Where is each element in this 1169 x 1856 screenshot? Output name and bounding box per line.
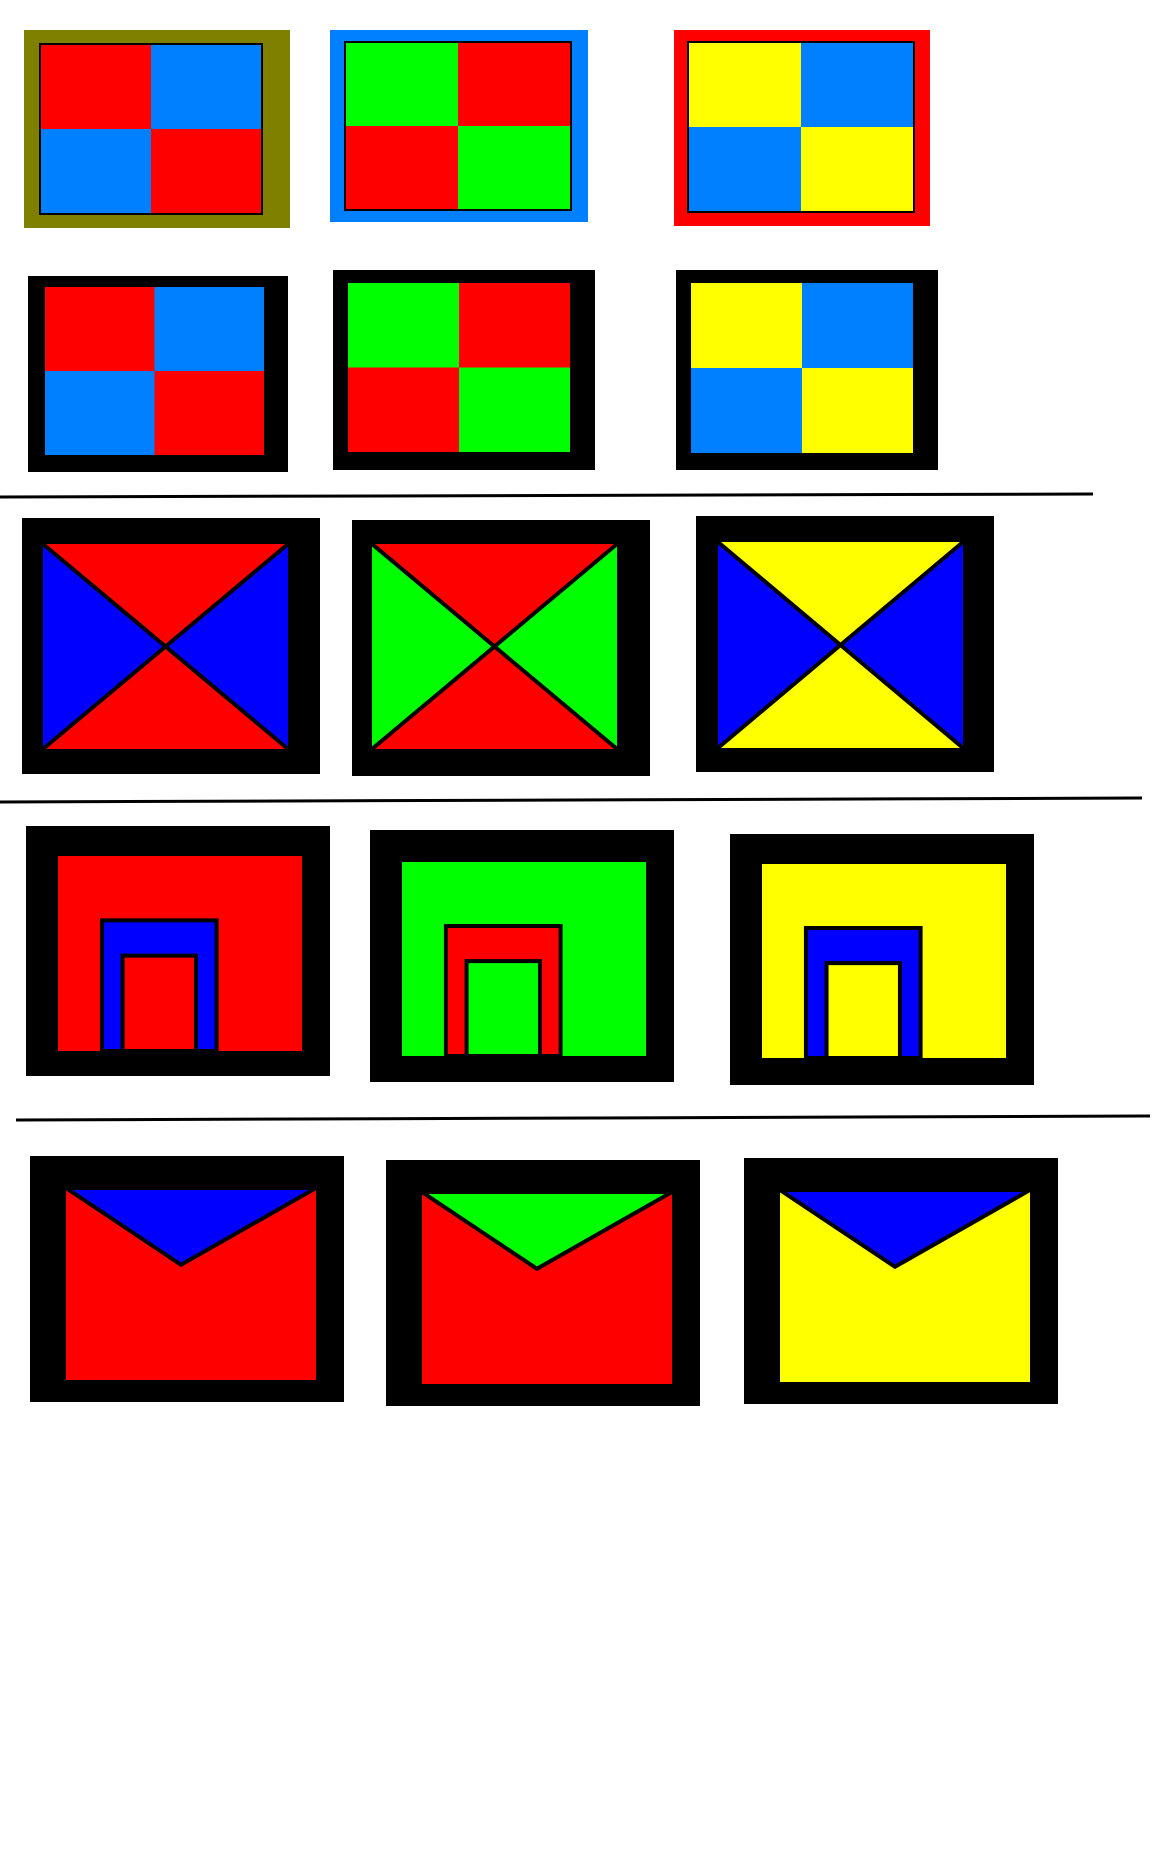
door-inner: [824, 961, 902, 1061]
tile-checker: [333, 270, 595, 470]
top-triangle: [43, 544, 288, 647]
tile-x-cross: [352, 520, 650, 776]
checker-cell: [40, 129, 151, 214]
left-triangle: [43, 544, 166, 749]
divider-line: [0, 796, 1143, 804]
door-inner: [464, 959, 542, 1059]
tile-checker: [676, 270, 938, 470]
tile-inner-outline: [344, 41, 572, 211]
checker-cell: [688, 127, 801, 212]
checker-cell: [154, 286, 265, 371]
checker-cell: [802, 282, 914, 368]
bottom-triangle: [372, 646, 617, 749]
row-checker-with-black-borders: [28, 270, 938, 472]
diagonal-line: [370, 542, 619, 751]
tile-inner-outline: [687, 41, 915, 213]
tile-checker: [24, 30, 290, 228]
checker-cell: [690, 282, 802, 368]
left-triangle: [718, 542, 841, 748]
tile-inner-outline: [346, 281, 572, 454]
checker-cell: [458, 42, 571, 126]
row-envelopes: [30, 1156, 1058, 1406]
checker-cell: [151, 44, 262, 129]
diagonal-line: [41, 542, 290, 751]
left-triangle: [372, 544, 495, 749]
checker-cell: [458, 126, 571, 210]
tile-checker: [674, 30, 930, 226]
row-nested-doors: [26, 826, 1034, 1085]
checker-cell: [801, 127, 914, 212]
checker-cell: [40, 44, 151, 129]
tile-nested-doors: [370, 830, 674, 1082]
tile-x-cross: [22, 518, 320, 774]
right-triangle: [165, 544, 288, 749]
checker-cell: [345, 126, 458, 210]
divider-line: [15, 1114, 1151, 1122]
top-triangle: [718, 542, 963, 645]
envelope-flap: [773, 1188, 1038, 1270]
bottom-triangle: [718, 645, 963, 748]
row-x-cross: [22, 516, 994, 776]
checker-cell: [151, 129, 262, 214]
tile-envelope: [386, 1160, 700, 1406]
checker-cell: [459, 282, 571, 368]
checker-cell: [44, 286, 155, 371]
envelope-flap: [415, 1190, 680, 1272]
checker-cell: [459, 367, 571, 453]
top-triangle: [372, 544, 617, 647]
tile-checker: [28, 276, 288, 472]
diagonal-line: [716, 540, 965, 750]
checker-cell: [690, 368, 802, 454]
door-inner: [120, 953, 198, 1053]
tile-nested-doors: [730, 834, 1034, 1085]
tile-nested-doors: [26, 826, 330, 1076]
checker-cell: [802, 368, 914, 454]
right-triangle: [840, 542, 963, 748]
tile-inner-outline: [39, 43, 263, 215]
tile-x-cross: [696, 516, 994, 772]
tile-envelope: [744, 1158, 1058, 1404]
checker-cell: [347, 282, 459, 368]
divider-line: [0, 492, 1094, 499]
bottom-triangle: [43, 646, 288, 749]
checker-cell: [347, 367, 459, 453]
checker-cell: [44, 371, 155, 456]
tile-inner-outline: [689, 281, 915, 455]
tile-checker: [330, 30, 588, 222]
right-triangle: [494, 544, 617, 749]
tile-envelope: [30, 1156, 344, 1402]
checker-cell: [801, 42, 914, 127]
checker-cell: [345, 42, 458, 126]
checker-cell: [688, 42, 801, 127]
row-checker-with-colored-borders: [24, 30, 930, 228]
checker-cell: [154, 371, 265, 456]
envelope-flap: [59, 1186, 324, 1268]
tile-inner-outline: [43, 285, 266, 457]
